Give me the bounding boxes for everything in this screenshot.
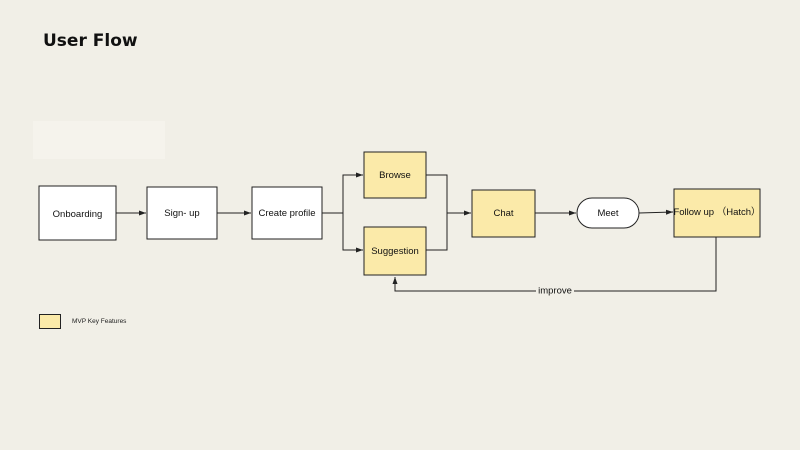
node-onboarding[interactable]: Onboarding [38, 185, 117, 241]
placeholder-area [33, 121, 165, 159]
node-follow-up-label: Follow up （Hatch） [673, 206, 760, 218]
edge-meet-followup [638, 209, 674, 215]
node-signup[interactable]: Sign- up [146, 186, 218, 240]
page-title: User Flow [43, 31, 138, 51]
node-suggestion[interactable]: Suggestion [363, 226, 427, 276]
legend-label: MVP Key Features [72, 318, 127, 325]
node-follow-up[interactable]: Follow up （Hatch） [673, 188, 761, 238]
legend-swatch [39, 314, 61, 329]
edge-to-suggestion [342, 213, 363, 253]
edge-browse-merge [426, 174, 448, 213]
edge-suggestion-merge [426, 213, 448, 251]
edge-to-browse [342, 172, 363, 213]
node-browse[interactable]: Browse [363, 151, 427, 199]
node-create-profile-label: Create profile [258, 208, 315, 219]
edge-improve-loop [392, 237, 717, 292]
node-chat-label: Chat [493, 208, 513, 219]
node-suggestion-label: Suggestion [371, 246, 419, 257]
edge-label-improve: improve [538, 286, 572, 297]
node-meet[interactable]: Meet [576, 197, 640, 229]
node-browse-label: Browse [379, 170, 411, 181]
node-chat[interactable]: Chat [471, 189, 536, 238]
node-onboarding-label: Onboarding [53, 209, 103, 220]
node-signup-label: Sign- up [164, 208, 199, 219]
node-create-profile[interactable]: Create profile [251, 186, 323, 240]
node-meet-label: Meet [597, 208, 618, 219]
